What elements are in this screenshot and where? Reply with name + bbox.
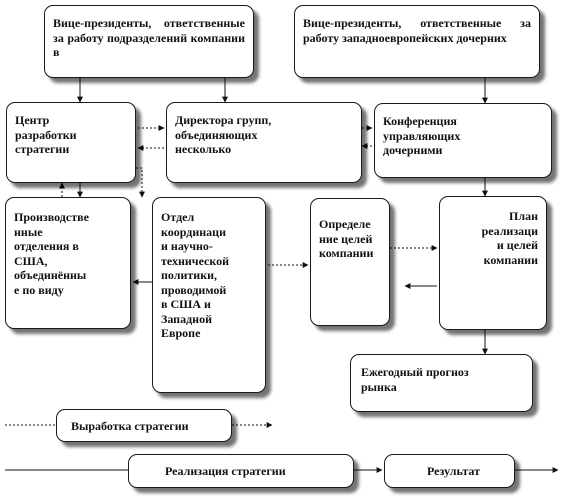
box-market-forecast: Ежегодный прогноз рынка: [350, 354, 533, 412]
market-forecast-text: Ежегодный прогноз рынка: [361, 365, 469, 394]
box-company-goals: Определе ние целей компании: [310, 198, 390, 326]
legend-result-text: Результат: [427, 464, 481, 478]
legend-result: Результат: [384, 454, 515, 488]
company-goals-text: Определе ние целей компании: [319, 217, 374, 260]
strategy-center-text: Центр разработки стратегии: [15, 113, 77, 156]
box-subsidiaries-conference: Конференция управляющих дочерними: [374, 103, 552, 178]
vp-west-europe-text: Вице-президенты, ответственные за работу…: [303, 16, 531, 45]
group-directors-text: Директора групп, объединяющих несколько: [175, 113, 272, 156]
box-group-directors: Директора групп, объединяющих несколько: [166, 102, 362, 183]
goals-plan-text: План реализаци и целей компании: [481, 209, 538, 267]
box-goals-plan: План реализаци и целей компании: [439, 196, 547, 330]
box-vp-divisions: Вице-президенты, ответственные за работу…: [44, 5, 254, 78]
us-production-divisions-text: Производстве нные отделения в США, объед…: [14, 210, 89, 297]
box-strategy-center: Центр разработки стратегии: [6, 102, 136, 183]
legend-strategy-development: Выработка стратегии: [56, 409, 232, 442]
box-vp-west-europe: Вице-президенты, ответственные за работу…: [294, 5, 540, 78]
legend-strategy-implementation-text: Реализация стратегии: [165, 464, 286, 478]
subsidiaries-conference-text: Конференция управляющих дочерними: [383, 114, 461, 157]
vp-divisions-text: Вице-президенты, ответственные за работу…: [53, 16, 245, 59]
legend-strategy-development-text: Выработка стратегии: [71, 419, 189, 433]
box-coordination-department: Отдел координаци и научно- технической п…: [152, 197, 266, 393]
legend-strategy-implementation: Реализация стратегии: [128, 454, 354, 488]
box-us-production-divisions: Производстве нные отделения в США, объед…: [5, 197, 131, 329]
coordination-department-text: Отдел координаци и научно- технической п…: [161, 210, 230, 340]
arrow-center-to-coordination: [136, 167, 145, 198]
